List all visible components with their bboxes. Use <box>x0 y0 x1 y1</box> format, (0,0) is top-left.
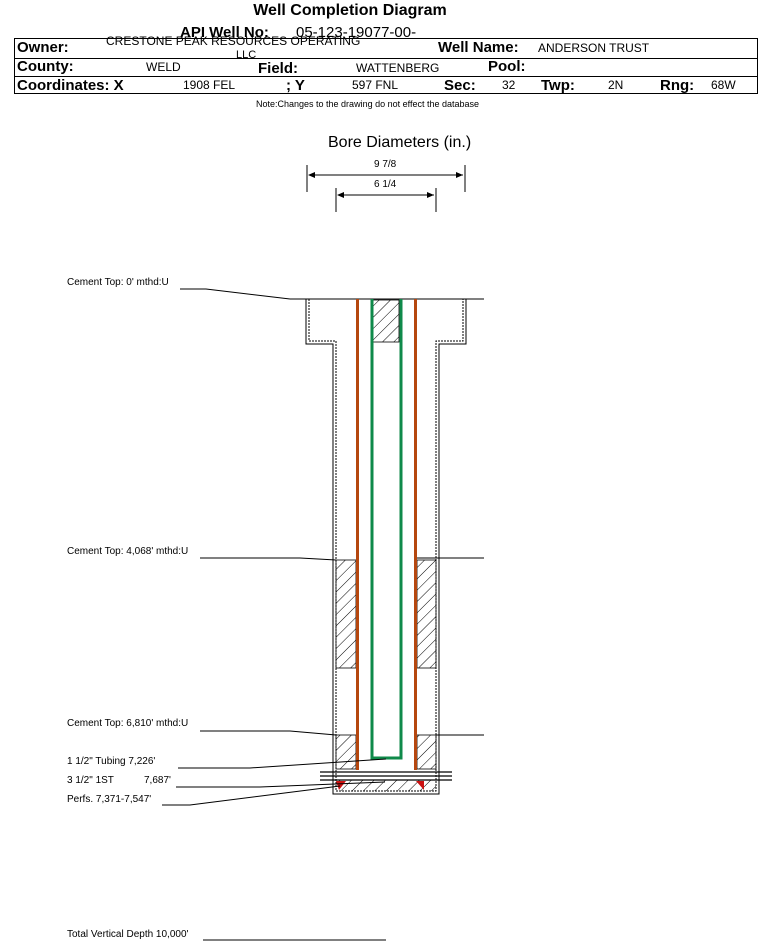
leader-lines <box>162 288 484 941</box>
sec-value: 32 <box>502 78 516 92</box>
wellbore-outline <box>305 299 467 795</box>
twp-value: 2N <box>608 78 624 92</box>
tubing-label: 1 1/2" Tubing 7,226' <box>67 756 156 767</box>
page-title: Well Completion Diagram <box>253 2 447 19</box>
county-label: County: <box>17 58 74 75</box>
owner-label: Owner: <box>17 39 69 56</box>
api-value: 05-123-19077-00- <box>296 24 417 41</box>
cement-top-label: Cement Top: 6,810' mthd:U <box>67 718 189 729</box>
coord-y-label: ; Y <box>286 77 305 94</box>
field-label: Field: <box>258 60 298 77</box>
coord-x-label: Coordinates: X <box>17 77 124 94</box>
inner-diameter-label: 6 1/4 <box>374 179 397 190</box>
well-name-value: ANDERSON TRUST <box>538 41 650 55</box>
row-divider <box>15 58 757 59</box>
bore-diameters-title: Bore Diameters (in.) <box>328 134 472 151</box>
casing-depth-label: 7,687' <box>144 775 171 786</box>
coord-x-value: 1908 FEL <box>183 78 236 92</box>
cement-top-label: Cement Top: 4,068' mthd:U <box>67 546 189 557</box>
cement-top-label: Cement Top: 0' mthd:U <box>67 277 169 288</box>
pool-label: Pool: <box>488 58 526 75</box>
bore-dimension-lines <box>306 165 466 212</box>
county-value: WELD <box>146 60 181 74</box>
well-name-label: Well Name: <box>438 39 519 56</box>
tubing-string <box>370 299 403 760</box>
sec-label: Sec: <box>444 77 476 94</box>
casing-shoe-lines <box>320 771 452 781</box>
cement-hatch <box>335 299 437 791</box>
twp-label: Twp: <box>541 77 575 94</box>
rng-value: 68W <box>711 78 736 92</box>
casing-label: 3 1/2" 1ST <box>67 775 114 786</box>
header-table <box>14 38 758 94</box>
field-value: WATTENBERG <box>356 61 440 75</box>
total-depth-label: Total Vertical Depth 10,000' <box>67 929 189 940</box>
database-note: Note:Changes to the drawing do not effec… <box>256 99 479 109</box>
rng-label: Rng: <box>660 77 695 94</box>
outer-diameter-label: 9 7/8 <box>374 159 397 170</box>
perfs-label: Perfs. 7,371-7,547' <box>67 794 152 805</box>
coord-y-value: 597 FNL <box>352 78 399 92</box>
owner-value: CRESTONE PEAK RESOURCES OPERATING <box>106 34 361 48</box>
api-label: API Well No: <box>180 24 269 41</box>
production-casing <box>356 299 417 770</box>
row-divider <box>15 76 757 77</box>
owner-value-cont: LLC <box>236 49 257 61</box>
